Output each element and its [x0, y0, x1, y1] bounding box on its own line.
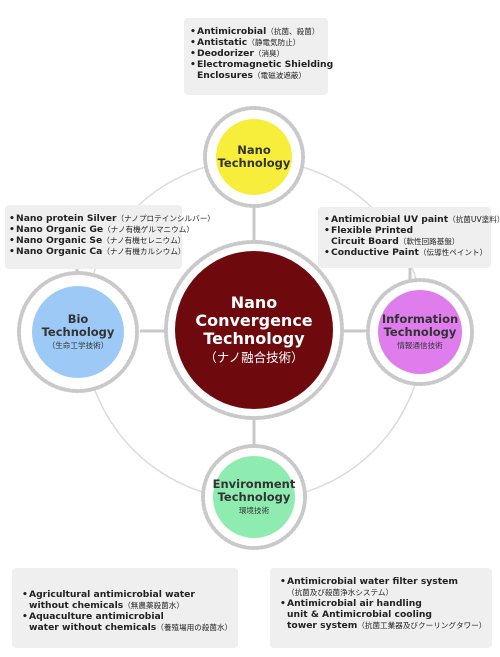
nano-box-item: Antimicrobial（抗菌、殺菌） [190, 26, 322, 37]
bio-box-item: Nano protein Silver（ナノプロテインシルバー） [9, 213, 215, 224]
bio-box-item: Nano Organic Se（ナノ有機セレニウム） [9, 235, 185, 246]
center-subtitle: （ナノ融合技術） [204, 350, 304, 365]
nano-title-2: Technology [217, 156, 291, 170]
center-title-1: Nano [230, 293, 278, 312]
information-box-item: Conductive Paint（伝導性ペイント） [324, 247, 487, 258]
nano-title-1: Nano [237, 143, 271, 157]
center-fill [175, 251, 333, 409]
information-title-2: Technology [383, 325, 457, 339]
filter-box: Antimicrobial water filter system（抗菌及び殺菌… [270, 568, 492, 648]
nano-box-item: Antistatic（静電気防止） [190, 37, 322, 48]
bio-title-2: Technology [41, 325, 115, 339]
bio-box-item: Nano Organic Ca（ナノ有機カルシウム） [9, 246, 186, 257]
information-fill [378, 290, 462, 374]
nano-fill [216, 119, 292, 195]
node-bio: Bio Technology （生命工学技術） [32, 286, 124, 378]
node-environment: Environment Technology 環境技術 [205, 456, 303, 538]
bio-subtitle: （生命工学技術） [47, 341, 109, 350]
information-title-1: Information [381, 312, 459, 326]
node-center: Nano Convergence Technology （ナノ融合技術） [175, 251, 333, 409]
environment-title-2: Technology [217, 490, 291, 504]
agri-box-item: Agricultural antimicrobial waterwithout … [22, 589, 232, 611]
bio-title-1: Bio [67, 312, 89, 326]
center-title-2: Convergence [195, 311, 313, 330]
bio-box-item: Nano Organic Ge（ナノ有機ゲルマニウム） [9, 224, 194, 235]
information-subtitle: 情報通信技術 [397, 341, 443, 350]
node-nano: Nano Technology [216, 119, 292, 195]
agri-box: Agricultural antimicrobial waterwithout … [12, 568, 238, 648]
information-box-item: Antimicrobial UV paint（抗菌UV塗料） [324, 214, 500, 225]
bio-fill [32, 286, 124, 378]
environment-subtitle: 環境技術 [238, 506, 270, 515]
filter-box-item: Antimicrobial water filter system（抗菌及び殺菌… [280, 576, 488, 598]
information-box: Antimicrobial UV paint（抗菌UV塗料） Flexible … [318, 207, 500, 268]
bio-box: Nano protein Silver（ナノプロテインシルバー） Nano Or… [5, 205, 215, 269]
nano-box-item: Deodorizer（消臭） [190, 48, 322, 59]
nano-box: Antimicrobial（抗菌、殺菌） Antistatic（静電気防止） D… [184, 18, 333, 95]
environment-fill [213, 456, 295, 538]
environment-title-1: Environment [212, 477, 296, 491]
node-fills [32, 119, 462, 538]
nano-box-item: Electromagnetic ShieldingEnclosures（電磁波遮… [190, 59, 333, 81]
node-information: Information Technology 情報通信技術 [378, 290, 462, 374]
center-title-3: Technology [203, 329, 305, 348]
